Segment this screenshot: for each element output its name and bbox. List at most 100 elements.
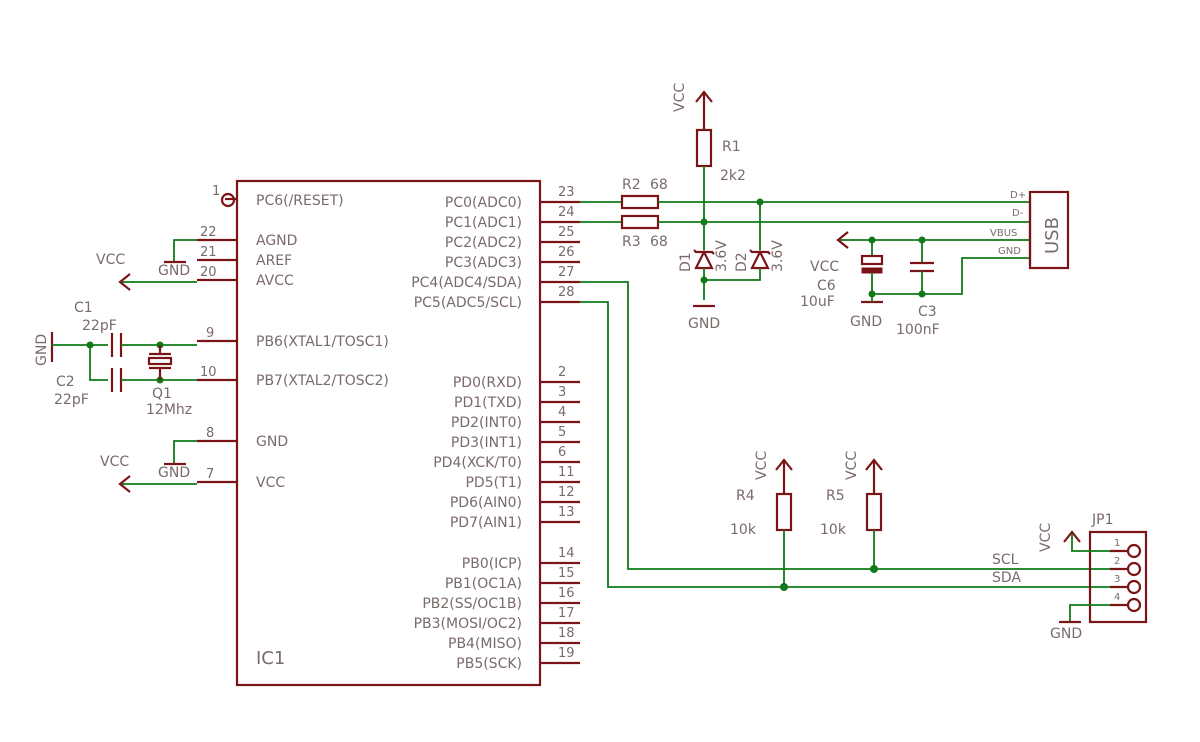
- d1-cathode: [693, 249, 715, 255]
- ic1-pin-number: 5: [558, 425, 566, 440]
- ic1-pin-name: PD6(AIN0): [450, 495, 522, 511]
- usb-gnd-wire: [872, 257, 1030, 295]
- ic1-pin-number: 28: [558, 285, 575, 300]
- r2-ref: R2: [622, 177, 641, 193]
- ic1-pin-name: AVCC: [256, 273, 294, 289]
- ic1-pin-number: 15: [558, 566, 575, 581]
- vcc-arrow-icon: [118, 475, 131, 493]
- gnd-label: GND: [850, 314, 882, 330]
- avcc-net: VCC: [96, 252, 197, 291]
- q1-body: [147, 356, 173, 366]
- usb-pin-label: D+: [1010, 190, 1026, 201]
- junction-dot: [870, 565, 878, 573]
- ic1-pin-number: 26: [558, 245, 575, 260]
- ic1-pin-number: 12: [558, 485, 575, 500]
- ic1-pin-name: PD1(TXD): [454, 395, 522, 411]
- c2-ref: C2: [56, 374, 75, 390]
- r1-body: [695, 128, 713, 168]
- vcc-arrow-icon: [775, 458, 793, 471]
- scl-wire: [580, 281, 1110, 570]
- vcc-label: VCC: [810, 259, 839, 275]
- ic1-pin-name: PB1(OC1A): [445, 576, 522, 592]
- ic1-body: [235, 179, 542, 687]
- r5-body: [865, 492, 883, 532]
- vcc-label: VCC: [1038, 523, 1054, 552]
- usb-pin-label: D-: [1012, 208, 1024, 219]
- r1-value: 2k2: [720, 168, 746, 184]
- gnd-pin8-net: GND: [158, 440, 197, 481]
- ic1-pin-number: 22: [200, 225, 217, 240]
- ic1-pin-name: VCC: [256, 475, 285, 491]
- d1-value: 3.6V: [714, 240, 730, 272]
- ic1-pin-number: 25: [558, 225, 575, 240]
- ic1-pin-number: 9: [206, 326, 214, 341]
- junction-dot: [780, 583, 788, 591]
- gnd-label: GND: [158, 263, 190, 279]
- ic1-pin-name: PB5(SCK): [456, 656, 522, 672]
- vcc-pin7-net: VCC: [100, 454, 197, 493]
- q1-value: 12Mhz: [146, 402, 192, 418]
- ic1-pin-name: AGND: [256, 233, 297, 249]
- jp1-gnd-wire: [1069, 604, 1110, 622]
- ic1-pin-number: 17: [558, 606, 575, 621]
- vcc-label: VCC: [96, 252, 125, 268]
- gnd-label: GND: [158, 465, 190, 481]
- c6-plate: [861, 267, 883, 274]
- crystal-circuit[interactable]: GND C1 22pF C2 22pF Q1 12Mhz: [34, 300, 197, 418]
- ic1-pin-name: PC1(ADC1): [445, 215, 522, 231]
- vcc-arrow-icon: [1063, 530, 1081, 543]
- ic1-pin-name: PB0(ICP): [462, 556, 522, 572]
- vcc-label: VCC: [100, 454, 129, 470]
- r1-ref: R1: [722, 139, 741, 155]
- q1-ref: Q1: [152, 386, 172, 402]
- ic1-pin-number: 18: [558, 626, 575, 641]
- usb-label: USB: [1042, 217, 1063, 254]
- ic1-pin-number: 1: [212, 184, 220, 199]
- ic1-pin-name: PB4(MISO): [448, 636, 522, 652]
- gnd-label: GND: [688, 316, 720, 332]
- ic1-pin-name: PD5(T1): [465, 475, 522, 491]
- vcc-label: VCC: [754, 451, 770, 480]
- d2-body: [750, 249, 770, 270]
- ic1[interactable]: IC1 1 22 21 20 9 10 8 7 PC6(/RESET) AGND…: [197, 179, 580, 687]
- ic1-pin-number: 3: [558, 385, 566, 400]
- r5-value: 10k: [820, 522, 847, 538]
- r3-value: 68: [650, 234, 668, 250]
- r3-ref: R3: [622, 234, 641, 250]
- ic1-pin-name: PD0(RXD): [453, 375, 522, 391]
- gnd-label: GND: [34, 334, 50, 366]
- c6-plate: [860, 254, 884, 266]
- ic1-pin-name: PC2(ADC2): [445, 235, 522, 251]
- c1-ref: C1: [74, 300, 93, 316]
- ic1-pin-name: PD4(XCK/T0): [433, 455, 522, 471]
- junction-dot: [918, 290, 926, 298]
- d2-gnd-wire: [704, 268, 761, 281]
- d1-body: [694, 249, 714, 270]
- ic1-pin-number: 6: [558, 445, 566, 460]
- jp1-pin-4-icon: [1126, 597, 1142, 613]
- c3-value: 100nF: [896, 322, 940, 338]
- ic1-pin-number: 2: [558, 365, 566, 380]
- junction-dot: [700, 276, 708, 284]
- ic1-pin-number: 11: [558, 465, 575, 480]
- i2c-section[interactable]: SCL SDA VCC R4 10k VCC R5 10k JP1 1 2 3 …: [580, 281, 1148, 642]
- vcc-label: VCC: [672, 83, 688, 112]
- r2-body: [620, 194, 660, 210]
- ic1-pin-name: PD7(AIN1): [450, 515, 522, 531]
- jp1-vcc-wire: [1071, 534, 1110, 552]
- ic1-pin-name: PD3(INT1): [451, 435, 522, 451]
- d2-cathode: [749, 249, 771, 255]
- d2-value: 3.6V: [770, 240, 786, 272]
- gnd-pin8-wire: [173, 440, 197, 464]
- vcc-arrow-icon: [695, 90, 713, 103]
- usb-pin-label: VBUS: [990, 228, 1017, 239]
- r3-body: [620, 214, 660, 230]
- agnd-wire: [173, 239, 197, 262]
- r4-body: [775, 492, 793, 532]
- ic1-pin-name: PC0(ADC0): [445, 195, 522, 211]
- usb-section[interactable]: VCC R1 2k2 R2 68 R3 68 D1 3.6V D2 3.6V: [580, 83, 1070, 338]
- agnd-gnd-net: GND: [158, 239, 197, 279]
- jp1-pin-2-icon: [1126, 561, 1142, 577]
- ic1-pin-name: PC5(ADC5/SCL): [414, 295, 522, 311]
